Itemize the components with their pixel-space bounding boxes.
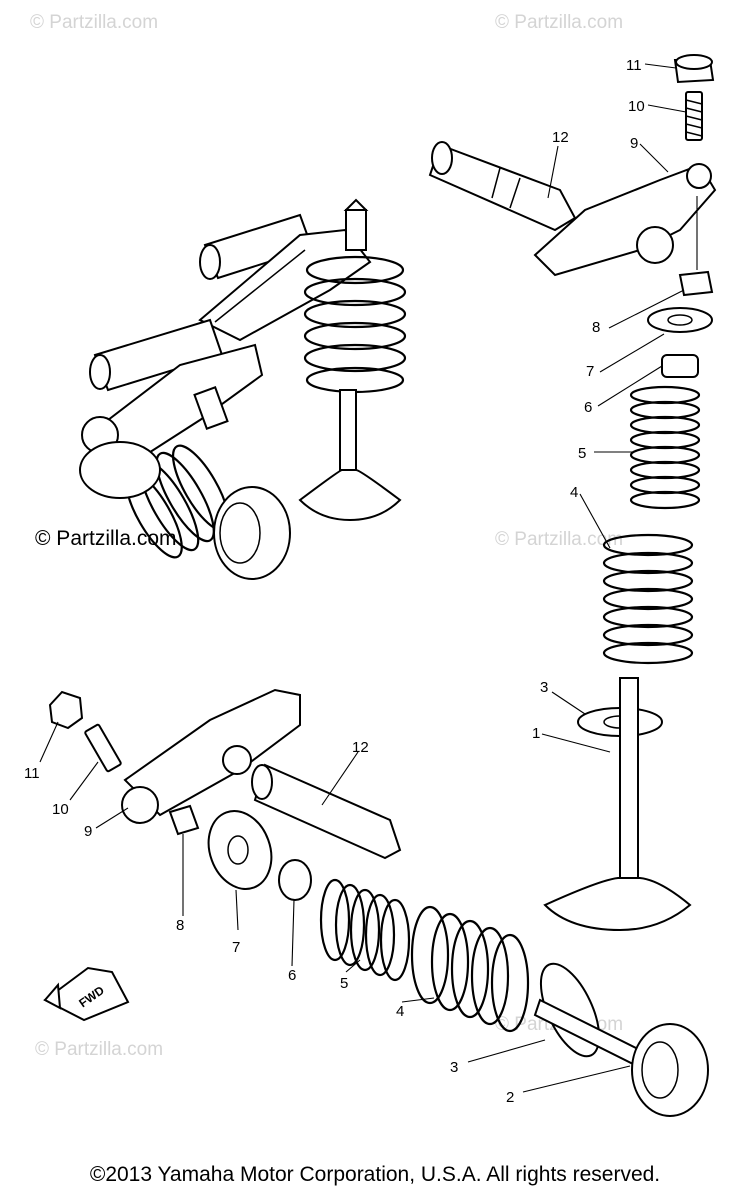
assembled-valve-train	[79, 198, 407, 580]
callout-lower-6: 6	[288, 967, 296, 984]
callout-lower-7: 7	[232, 939, 240, 956]
callout-lower-8: 8	[176, 917, 184, 934]
callout-upper-3: 3	[540, 679, 548, 696]
callout-lower-10: 10	[52, 801, 69, 818]
fwd-arrow-icon: FWD	[43, 966, 130, 1022]
callout-lower-11: 11	[24, 765, 40, 782]
callout-labels: 11 10 9 12 8 7 6 5 4 3 1 11 10 9 12 8 7 …	[24, 57, 645, 1106]
callout-upper-5: 5	[578, 445, 586, 462]
upper-exploded-parts	[428, 54, 717, 932]
watermark-top-left: © Partzilla.com	[30, 12, 158, 33]
callout-lower-5: 5	[340, 975, 348, 992]
watermark-mid-left: © Partzilla.com	[35, 527, 177, 550]
callout-lower-3: 3	[450, 1059, 458, 1076]
copyright-notice: ©2013 Yamaha Motor Corporation, U.S.A. A…	[89, 1163, 661, 1186]
callout-upper-11: 11	[626, 57, 642, 74]
watermark-mid-right: © Partzilla.com	[495, 529, 623, 550]
callout-upper-8: 8	[592, 319, 600, 336]
callout-lower-2: 2	[506, 1089, 514, 1106]
callout-upper-12: 12	[552, 129, 569, 146]
callout-lower-4: 4	[396, 1003, 404, 1020]
callout-lower-12: 12	[352, 739, 369, 756]
callout-upper-10: 10	[628, 98, 645, 115]
watermark-bottom-left: © Partzilla.com	[35, 1039, 163, 1060]
watermark-top-right: © Partzilla.com	[495, 12, 623, 33]
callout-upper-4: 4	[570, 484, 578, 501]
leader-lines	[39, 63, 687, 1093]
callout-upper-9: 9	[630, 135, 638, 152]
callout-upper-7: 7	[586, 363, 594, 380]
callout-upper-6: 6	[584, 399, 592, 416]
callout-upper-1: 1	[532, 725, 540, 742]
lower-exploded-parts: FWD	[43, 688, 709, 1117]
callout-lower-9: 9	[84, 823, 92, 840]
